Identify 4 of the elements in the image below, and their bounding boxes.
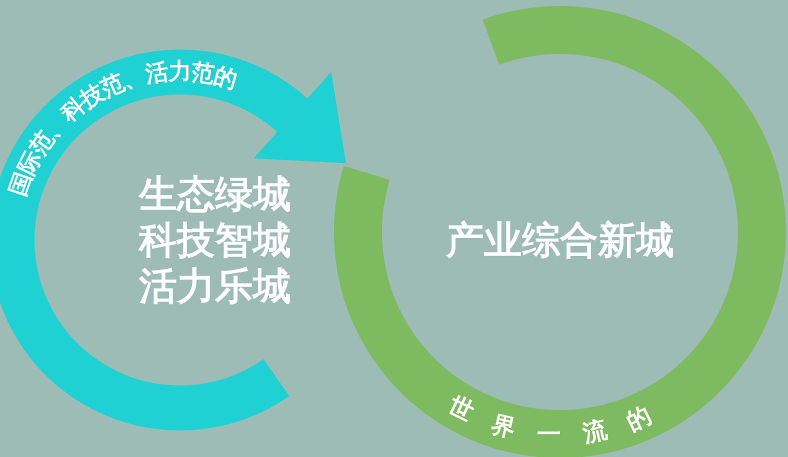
center-title: 科技智城 <box>137 217 292 263</box>
center-title: 产业综合新城 <box>445 217 675 263</box>
arc-label: 世界一流的 <box>444 390 676 448</box>
center-title: 活力乐城 <box>138 263 292 309</box>
